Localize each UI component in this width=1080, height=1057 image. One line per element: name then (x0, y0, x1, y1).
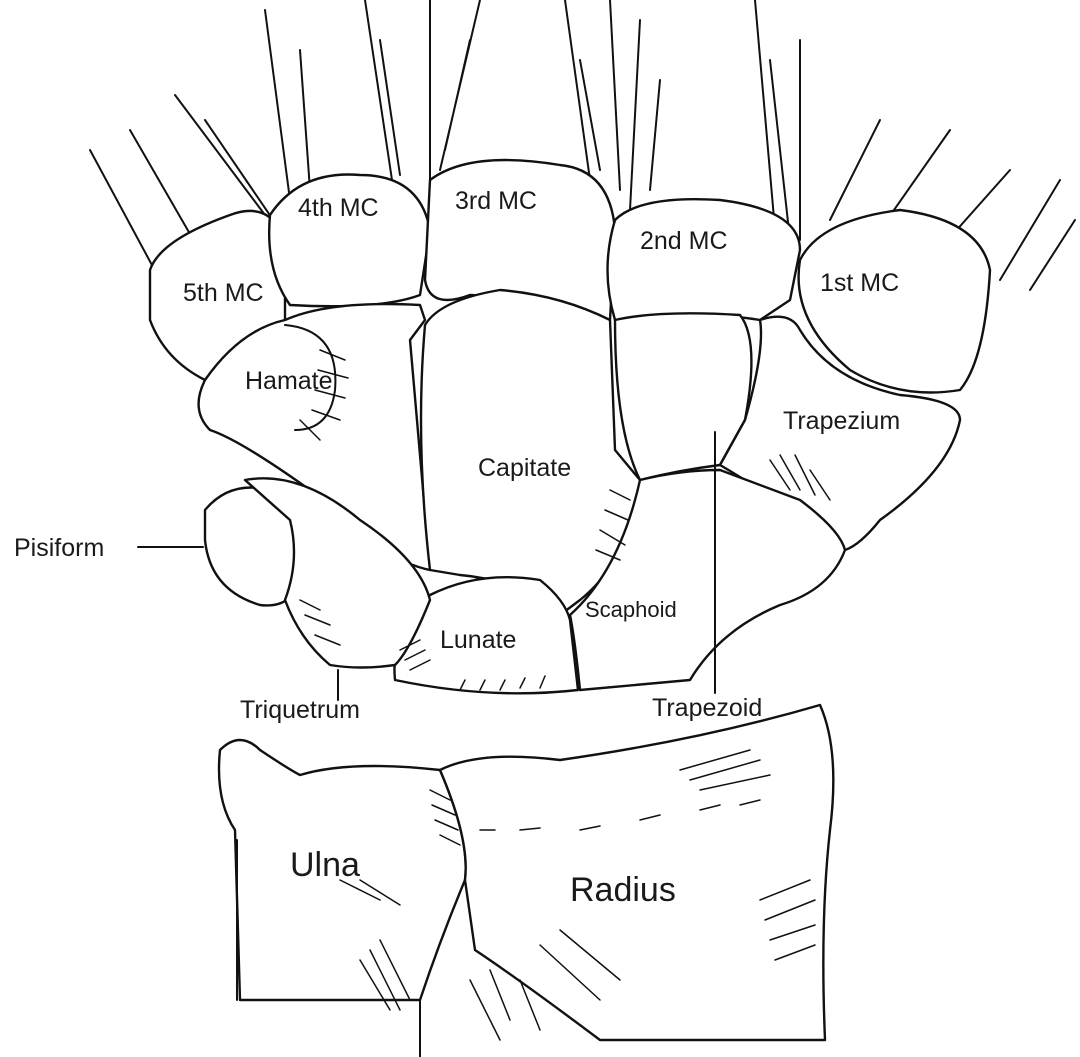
shading-hatches (299, 349, 831, 1041)
metacarpal-shafts (89, 0, 1076, 291)
label-1st-mc: 1st MC (820, 269, 900, 297)
first-metacarpal (797, 208, 992, 394)
label-triquetrum: Triquetrum (240, 696, 360, 724)
label-scaphoid: Scaphoid (585, 597, 677, 622)
label-hamate: Hamate (245, 367, 333, 395)
radius-bone (438, 703, 835, 1042)
label-radius: Radius (570, 871, 676, 909)
label-lunate: Lunate (440, 626, 517, 654)
second-metacarpal (606, 197, 802, 322)
label-trapezium: Trapezium (783, 407, 901, 435)
triquetrum-bone (243, 477, 432, 669)
label-4th-mc: 4th MC (298, 194, 379, 222)
label-capitate: Capitate (478, 454, 572, 482)
scaphoid-bone (568, 468, 847, 692)
label-ulna: Ulna (290, 846, 360, 884)
label-5th-mc: 5th MC (183, 279, 264, 307)
label-3rd-mc: 3rd MC (455, 187, 537, 215)
label-2nd-mc: 2nd MC (640, 227, 728, 255)
label-pisiform: Pisiform (14, 534, 105, 562)
label-trapezoid: Trapezoid (652, 694, 763, 722)
